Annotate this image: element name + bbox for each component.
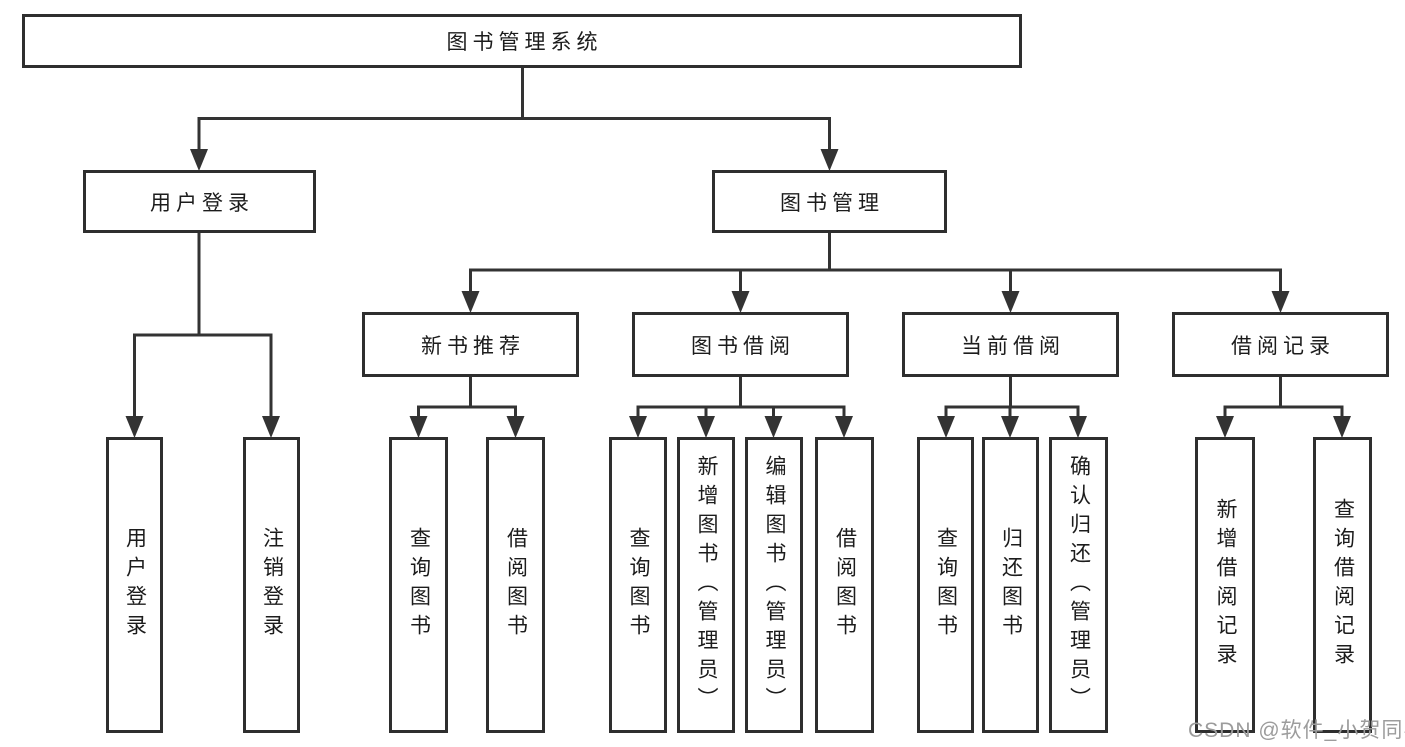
arrowhead bbox=[125, 416, 144, 438]
node-book-management: 图书管理 bbox=[712, 170, 947, 233]
watermark: CSDN @软件_小贺同学 bbox=[1188, 719, 1405, 742]
node-book-borrowing: 图书借阅 bbox=[632, 312, 849, 377]
node-current-borrowing: 当前借阅 bbox=[902, 312, 1119, 377]
leaf-query-books-current: 查询图书 bbox=[917, 437, 974, 733]
node-library-system: 图书管理系统 bbox=[22, 14, 1022, 68]
arrowhead bbox=[764, 416, 783, 438]
leaf-return-books: 归还图书 bbox=[982, 437, 1039, 733]
arrowhead bbox=[190, 149, 208, 171]
arrowhead bbox=[629, 416, 647, 438]
arrowhead bbox=[461, 291, 480, 313]
connector-line bbox=[636, 377, 846, 418]
arrowhead bbox=[1069, 416, 1087, 438]
arrowhead bbox=[1333, 416, 1351, 438]
connector-line bbox=[1223, 377, 1344, 418]
arrowhead bbox=[506, 416, 525, 438]
node-new-book-recommendation: 新书推荐 bbox=[362, 312, 579, 377]
connector-line bbox=[469, 233, 1282, 293]
node-borrowing-records: 借阅记录 bbox=[1172, 312, 1389, 377]
arrowhead bbox=[697, 416, 715, 438]
arrowhead bbox=[1216, 416, 1234, 438]
arrowhead bbox=[937, 416, 955, 438]
arrowhead bbox=[820, 149, 839, 171]
arrowhead bbox=[262, 416, 280, 438]
leaf-add-borrow-record: 新增借阅记录 bbox=[1195, 437, 1255, 733]
connector-line bbox=[133, 233, 273, 418]
connector-line bbox=[417, 377, 517, 418]
leaf-confirm-return-admin: 确认归还（管理员） bbox=[1049, 437, 1108, 733]
arrowhead bbox=[409, 416, 428, 438]
leaf-query-books-recommend: 查询图书 bbox=[389, 437, 448, 733]
node-user-login: 用户登录 bbox=[83, 170, 316, 233]
leaf-add-book-admin: 新增图书（管理员） bbox=[677, 437, 735, 733]
arrowhead bbox=[731, 291, 750, 313]
arrowhead bbox=[1001, 416, 1019, 438]
leaf-borrow-books-recommend: 借阅图书 bbox=[486, 437, 545, 733]
arrowhead bbox=[1271, 291, 1290, 313]
leaf-query-books-borrow: 查询图书 bbox=[609, 437, 667, 733]
leaf-edit-book-admin: 编辑图书（管理员） bbox=[745, 437, 803, 733]
arrowhead bbox=[835, 416, 853, 438]
connector-line bbox=[197, 68, 831, 151]
leaf-user-login: 用户登录 bbox=[106, 437, 163, 733]
connector-line bbox=[944, 377, 1080, 418]
leaf-query-borrow-record: 查询借阅记录 bbox=[1313, 437, 1372, 733]
leaf-logout: 注销登录 bbox=[243, 437, 300, 733]
arrowhead bbox=[1001, 291, 1020, 313]
leaf-borrow-books: 借阅图书 bbox=[815, 437, 874, 733]
